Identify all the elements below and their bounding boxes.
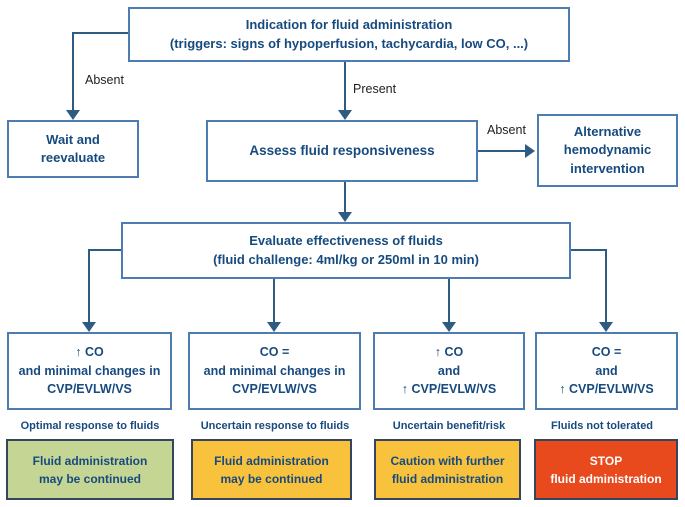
arrow-down-icon (66, 110, 80, 120)
assessment-label-3: Uncertain benefit/risk (392, 420, 506, 432)
arrow-down-icon (82, 322, 96, 332)
edge-indication-wait-hline (72, 32, 128, 34)
arrow-right-icon (525, 144, 535, 158)
action-box-caution: Caution with further fluid administratio… (374, 439, 521, 500)
outcome-3-line3: ↑ CVP/EVLW/VS (401, 382, 497, 397)
node-evaluate-effectiveness: Evaluate effectiveness of fluids (fluid … (121, 222, 571, 279)
arrow-down-icon (442, 322, 456, 332)
edge-indication-wait-vline (72, 32, 74, 112)
edge-evaluate-outcome2-vline (273, 279, 275, 323)
action-box-stop: STOP fluid administration (534, 439, 678, 500)
edge-label-present: Present (353, 82, 397, 96)
arrow-down-icon (338, 110, 352, 120)
node-evaluate-line1: Evaluate effectiveness of fluids (249, 233, 443, 249)
edge-label-absent-right: Absent (487, 123, 526, 137)
node-indication-line1: Indication for fluid administration (245, 17, 453, 33)
outcome-4-line2: and (595, 363, 618, 378)
node-evaluate-line2: (fluid challenge: 4ml/kg or 250ml in 10 … (213, 251, 479, 267)
action-1-line1: Fluid administration (32, 453, 148, 468)
edge-evaluate-outcome1-vline (88, 249, 90, 323)
edge-evaluate-outcome1-hline (88, 249, 121, 251)
arrow-down-icon (338, 212, 352, 222)
outcome-1-line2: and minimal changes in (18, 363, 161, 378)
arrow-down-icon (599, 322, 613, 332)
outcome-2-line1: CO = (259, 344, 290, 359)
action-3-line2: fluid administration (391, 471, 504, 486)
action-box-continue-2: Fluid administration may be continued (191, 439, 352, 500)
outcome-1-line1: ↑ CO (75, 344, 104, 359)
outcome-3-line1: ↑ CO (434, 344, 464, 359)
node-alternative-line3: intervention (570, 160, 645, 176)
node-alternative-line1: Alternative (573, 124, 642, 140)
node-alternative-line2: hemodynamic (563, 142, 652, 158)
assessment-label-2: Uncertain response to fluids (200, 420, 350, 432)
outcome-4-line3: ↑ CVP/EVLW/VS (559, 382, 654, 397)
action-4-line1: STOP (589, 453, 623, 468)
outcome-2-line2: and minimal changes in (203, 363, 346, 378)
assessment-label-1: Optimal response to fluids (20, 420, 160, 432)
action-3-line1: Caution with further (390, 453, 505, 468)
node-outcome-1: ↑ CO and minimal changes in CVP/EVLW/VS (7, 332, 172, 410)
action-1-line2: may be continued (38, 471, 142, 486)
edge-evaluate-outcome4-hline (571, 249, 607, 251)
node-outcome-4: CO = and ↑ CVP/EVLW/VS (535, 332, 678, 410)
node-alternative-intervention: Alternative hemodynamic intervention (537, 114, 678, 187)
action-2-line2: may be continued (220, 471, 323, 486)
action-4-line2: fluid administration (550, 471, 662, 486)
outcome-2-line3: CVP/EVLW/VS (232, 382, 317, 397)
node-indication-line2: (triggers: signs of hypoperfusion, tachy… (169, 35, 529, 51)
action-box-continue-1: Fluid administration may be continued (6, 439, 174, 500)
node-wait-line2: reevaluate (40, 150, 106, 165)
node-wait-line1: Wait and (46, 131, 100, 147)
node-outcome-2: CO = and minimal changes in CVP/EVLW/VS (188, 332, 361, 410)
outcome-3-line2: and (437, 363, 461, 378)
edge-assess-alternative-hline (478, 150, 525, 152)
node-outcome-3: ↑ CO and ↑ CVP/EVLW/VS (373, 332, 525, 410)
outcome-4-line1: CO = (591, 344, 622, 359)
edge-label-absent-left: Absent (85, 73, 124, 87)
edge-indication-assess-vline (344, 62, 346, 112)
edge-evaluate-outcome4-vline (605, 249, 607, 323)
node-assess-label: Assess fluid responsiveness (249, 142, 435, 158)
arrow-down-icon (267, 322, 281, 332)
outcome-1-line3: CVP/EVLW/VS (47, 382, 132, 397)
node-wait-reevaluate: Wait and reevaluate (7, 120, 139, 178)
action-2-line1: Fluid administration (214, 453, 329, 468)
edge-evaluate-outcome3-vline (448, 279, 450, 323)
edge-assess-evaluate-vline (344, 182, 346, 214)
node-indication: Indication for fluid administration (tri… (128, 7, 570, 62)
node-assess-responsiveness: Assess fluid responsiveness (206, 120, 478, 182)
assessment-label-4: Fluids not tolerated (550, 420, 654, 432)
